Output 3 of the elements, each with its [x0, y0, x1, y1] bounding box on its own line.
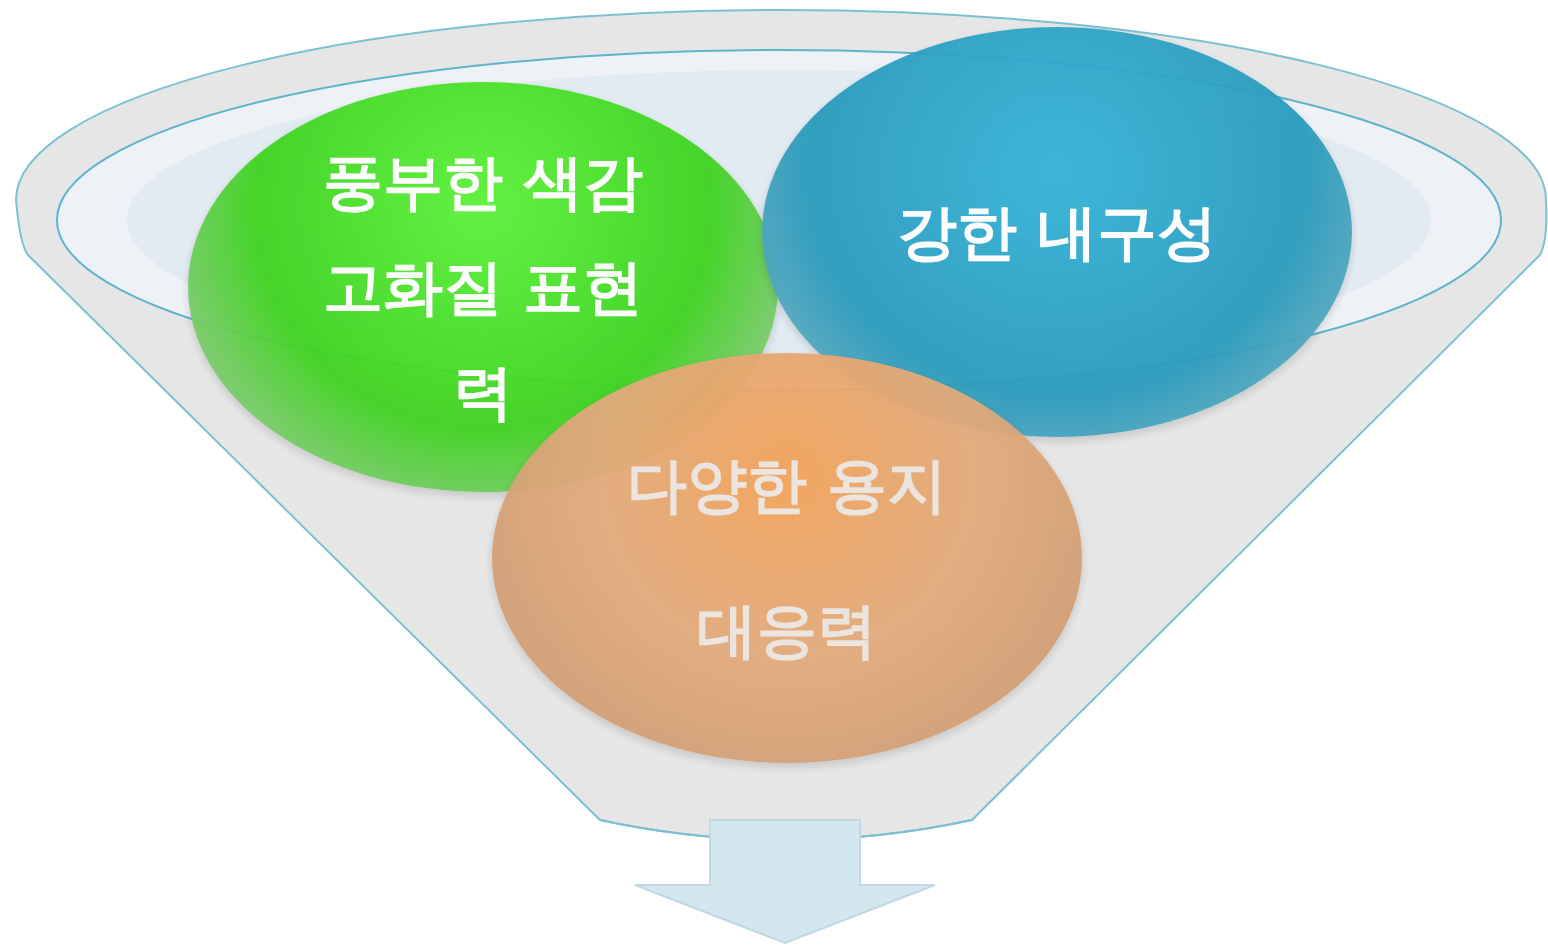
node-label: 강한 내구성	[895, 195, 1219, 269]
node-label: 풍부한 색감 고화질 표현력	[321, 145, 645, 429]
node-label: 다양한 용지 대응력	[625, 449, 949, 667]
